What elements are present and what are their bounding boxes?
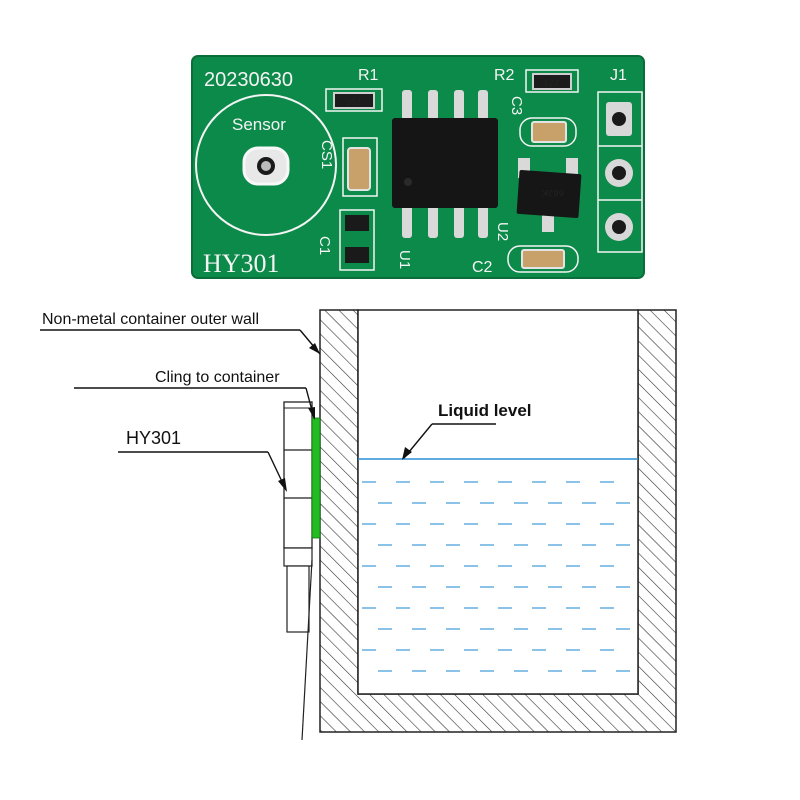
leader-cling: Cling to container	[74, 369, 315, 420]
connector-j1	[597, 91, 643, 253]
leader-liquid-level: Liquid level	[402, 401, 532, 460]
pcb-model-label: HY301	[203, 249, 280, 278]
sensor-cable	[301, 559, 313, 741]
container-diagram: Non-metal container outer wall Cling to …	[40, 309, 677, 741]
pcb-ref-r1: R1	[358, 67, 379, 84]
resistor-r2: 422	[525, 69, 579, 93]
label-outer-wall: Non-metal container outer wall	[42, 311, 259, 328]
sensor-pad: Sensor	[195, 94, 337, 236]
liquid-body	[362, 481, 630, 672]
pcb-ref-c3: C3	[508, 96, 525, 115]
pcb-ref-c2: C2	[472, 259, 493, 276]
label-liquid-level: Liquid level	[438, 401, 532, 420]
pcb-board: 20230630 R1 R2 J1 Sensor HY301 302 422 C…	[191, 55, 645, 279]
u2-code: 662K	[542, 187, 564, 197]
pcb-ref-j1: J1	[610, 67, 627, 84]
resistor-r1: 302	[325, 88, 383, 112]
r1-code: 302	[345, 98, 361, 108]
pcb-ref-c1: C1	[316, 236, 333, 255]
pcb-ref-u2: U2	[494, 222, 511, 241]
hy301-module	[283, 401, 321, 741]
ic-u1: U1	[392, 90, 498, 269]
regulator-u2: 662K U2	[494, 158, 582, 241]
capacitor-c2: C2	[472, 245, 579, 276]
container-inner	[357, 309, 639, 695]
pcb-ref-u1: U1	[396, 250, 413, 269]
sensor-label: Sensor	[232, 115, 286, 134]
capacitor-cs1: CS1	[318, 137, 378, 197]
pcb-ref-cs1: CS1	[318, 140, 335, 169]
leader-outer-wall: Non-metal container outer wall	[40, 311, 321, 355]
label-hy301: HY301	[126, 428, 181, 448]
leader-hy301: HY301	[118, 428, 287, 492]
pcb-ref-r2: R2	[494, 67, 515, 84]
pcb-date-code: 20230630	[204, 69, 293, 91]
r2-code: 422	[543, 79, 559, 89]
capacitor-c1: C1	[316, 209, 375, 271]
cling-pad	[311, 417, 321, 539]
capacitor-c3	[519, 117, 577, 147]
label-cling: Cling to container	[155, 369, 280, 386]
